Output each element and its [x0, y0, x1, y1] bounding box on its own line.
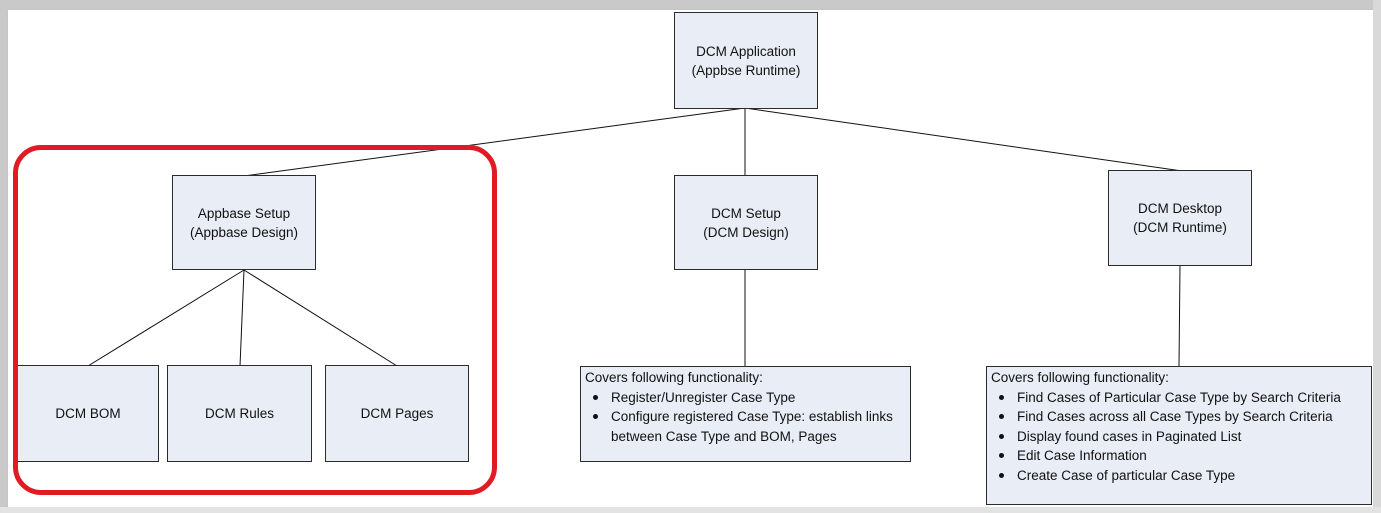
dcm-desktop-functionality-note: Covers following functionality: Find Cas…: [986, 366, 1372, 505]
dcm-bom-node: DCM BOM: [17, 365, 159, 462]
appbase-setup-node: Appbase Setup (Appbase Design): [172, 175, 316, 270]
connector-root-appbase: [243, 107, 746, 177]
dcm-setup-node: DCM Setup (DCM Design): [674, 175, 818, 270]
dcm-setup-subtitle: (DCM Design): [703, 224, 789, 240]
list-item: Edit Case Information: [991, 446, 1367, 466]
connector-appbase-bom: [87, 269, 245, 367]
list-item: Find Cases of Particular Case Type by Se…: [991, 388, 1367, 408]
list-item: Register/Unregister Case Type: [585, 388, 906, 408]
setup-note-list: Register/Unregister Case Type Configure …: [585, 388, 906, 447]
window-frame-bottom: [0, 507, 1381, 513]
root-node-subtitle: (Appbse Runtime): [691, 62, 801, 78]
desktop-note-heading: Covers following functionality:: [991, 370, 1169, 385]
desktop-note-list: Find Cases of Particular Case Type by Se…: [991, 388, 1367, 486]
dcm-rules-label: DCM Rules: [204, 406, 274, 421]
connector-appbase-rules: [239, 269, 245, 367]
list-item: Configure registered Case Type: establis…: [585, 407, 906, 446]
appbase-setup-title: Appbase Setup: [197, 205, 291, 221]
connector-root-desktop: [744, 107, 1183, 172]
list-item: Display found cases in Paginated List: [991, 427, 1367, 447]
dcm-bom-label: DCM BOM: [55, 406, 121, 421]
connector-appbase-pages: [243, 269, 398, 367]
list-item: Create Case of particular Case Type: [991, 466, 1367, 486]
list-item: Find Cases across all Case Types by Sear…: [991, 407, 1367, 427]
root-node: DCM Application (Appbse Runtime): [674, 12, 818, 109]
window-frame-right: [1373, 0, 1381, 513]
dcm-desktop-subtitle: (DCM Runtime): [1133, 220, 1227, 235]
dcm-desktop-node: DCM Desktop (DCM Runtime): [1108, 170, 1252, 266]
appbase-highlight-box: [13, 145, 497, 495]
root-node-title: DCM Application: [696, 43, 796, 59]
dcm-pages-node: DCM Pages: [325, 365, 469, 462]
dcm-setup-title: DCM Setup: [711, 205, 781, 221]
dcm-setup-functionality-note: Covers following functionality: Register…: [580, 366, 911, 462]
dcm-rules-node: DCM Rules: [167, 365, 312, 462]
setup-note-heading: Covers following functionality:: [585, 370, 763, 385]
connector-desktop-note: [1178, 264, 1181, 367]
dcm-pages-label: DCM Pages: [360, 406, 434, 421]
appbase-setup-subtitle: (Appbase Design): [189, 224, 299, 240]
dcm-desktop-title: DCM Desktop: [1137, 201, 1223, 216]
